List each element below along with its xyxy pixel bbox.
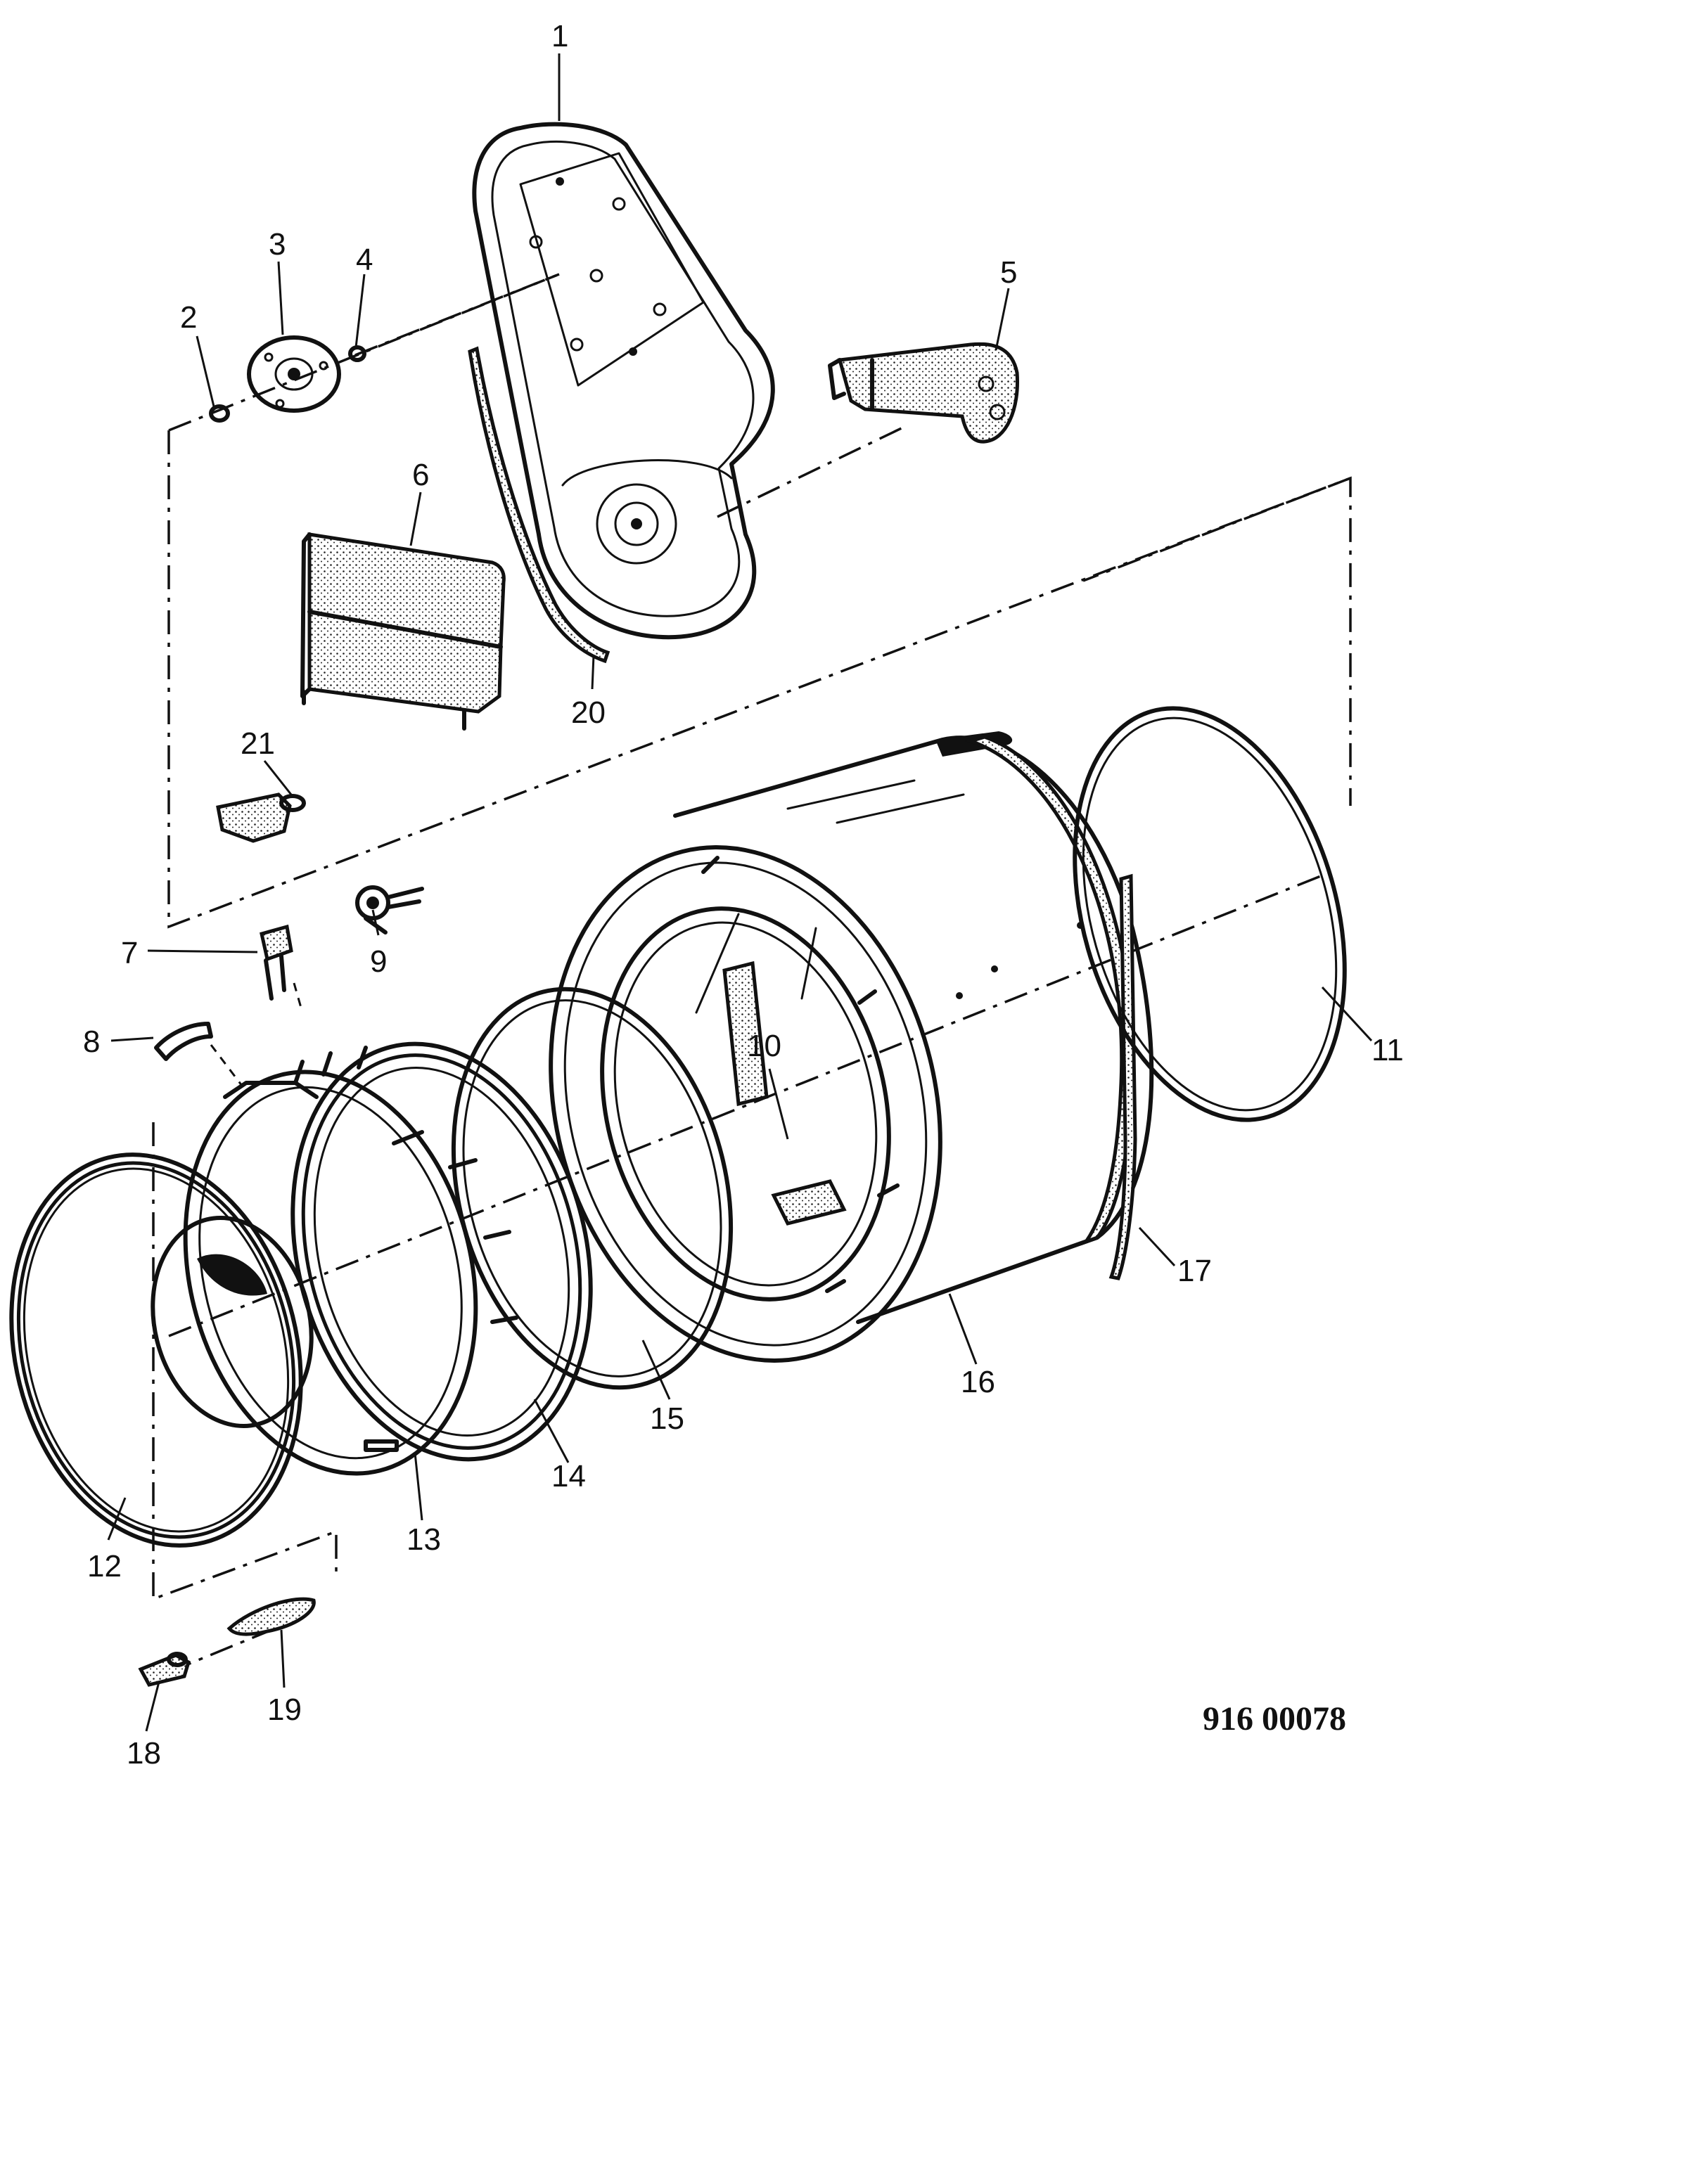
callout-10: 10 [747,1029,781,1063]
glide-pad [226,1597,316,1636]
callout-12: 12 [87,1549,122,1584]
callout-labels: 1 2 3 4 5 6 7 8 9 10 11 12 13 14 15 16 1… [83,19,1404,1771]
centerlines [152,271,1352,1674]
bracket [828,342,1020,444]
washer [348,345,366,362]
callout-2: 2 [180,300,197,335]
retaining-ring [209,404,230,423]
callout-14: 14 [551,1459,586,1494]
light-clip [154,1022,243,1086]
drum-ring [290,1041,593,1462]
glide [138,1652,191,1687]
callout-9: 9 [370,944,387,979]
callout-18: 18 [127,1736,161,1771]
callout-5: 5 [1000,255,1017,290]
callout-20: 20 [571,695,606,730]
drum-belt [1108,873,1137,1280]
rear-seal [1073,706,1347,1122]
callout-4: 4 [356,243,373,277]
callout-15: 15 [650,1401,684,1436]
callout-16: 16 [961,1365,995,1399]
rear-seal-strip [468,346,610,664]
callout-19: 19 [267,1692,302,1727]
callout-6: 6 [412,458,429,492]
callout-17: 17 [1177,1254,1212,1288]
drum [549,731,1154,1363]
callout-3: 3 [269,227,286,262]
callout-11: 11 [1372,1033,1404,1067]
leader-lines [107,53,1373,1732]
door-switch [260,924,304,1013]
callout-21: 21 [241,726,275,761]
lint-filter-duct [300,532,506,731]
thermostat [216,792,306,843]
bearing-housing [247,335,341,413]
callout-13: 13 [407,1522,441,1557]
lamp-socket [355,885,424,934]
front-seal [9,1152,303,1548]
callout-1: 1 [551,19,568,53]
felt-seal [451,987,734,1390]
rear-bulkhead-panel [472,122,775,640]
callout-7: 7 [121,936,138,970]
figure-number: 916 00078 [1203,1700,1346,1737]
callout-8: 8 [83,1024,100,1059]
